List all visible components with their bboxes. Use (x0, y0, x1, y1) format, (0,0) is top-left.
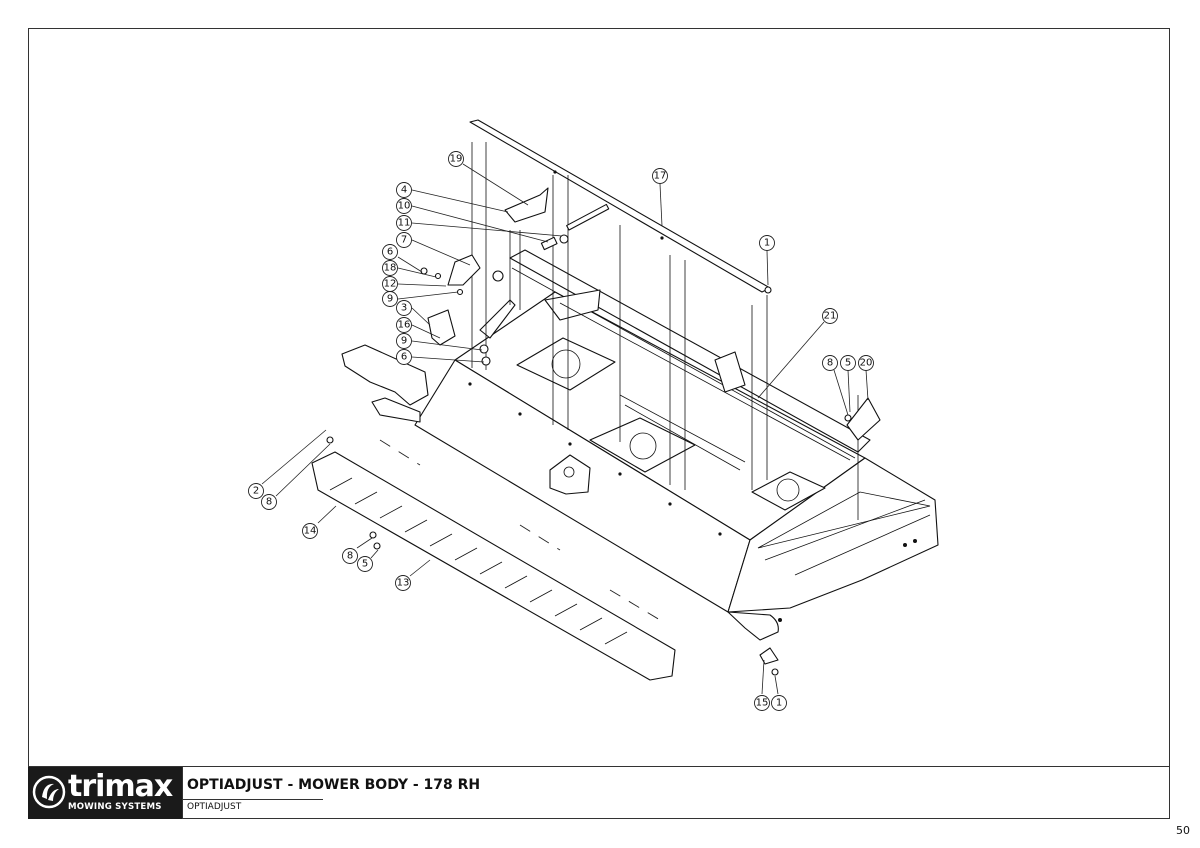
callout-5b: 5 (357, 556, 373, 572)
svg-text:10: 10 (398, 201, 411, 212)
callout-15: 15 (754, 695, 770, 711)
hardware-parts (326, 187, 881, 676)
title-divider (183, 799, 323, 800)
svg-text:11: 11 (398, 218, 411, 229)
callout-16: 16 (396, 317, 412, 333)
svg-text:16: 16 (398, 320, 411, 331)
svg-text:13: 13 (397, 578, 410, 589)
svg-text:4: 4 (401, 185, 407, 196)
svg-text:6: 6 (401, 352, 407, 363)
svg-text:9: 9 (387, 294, 393, 305)
svg-text:14: 14 (304, 526, 317, 537)
svg-text:20: 20 (860, 358, 873, 369)
mower-body-deck (341, 249, 939, 641)
callout-leaders (261, 163, 869, 695)
svg-text:2: 2 (253, 486, 259, 497)
svg-text:8: 8 (827, 358, 833, 369)
trimax-swirl-icon (32, 775, 66, 809)
drawing-frame (28, 28, 1170, 819)
svg-text:5: 5 (845, 358, 851, 369)
callout-17: 17 (652, 168, 668, 184)
logo-tagline: MOWING SYSTEMS (68, 802, 162, 812)
callout-2: 2 (248, 483, 264, 499)
svg-text:19: 19 (450, 154, 463, 165)
svg-text:18: 18 (384, 263, 397, 274)
callout-20: 20 (858, 355, 874, 371)
svg-text:6: 6 (387, 247, 393, 258)
title-block: trimax MOWING SYSTEMS OPTIADJUST - MOWER… (28, 766, 1170, 819)
svg-text:5: 5 (362, 559, 368, 570)
callout-4: 4 (396, 182, 412, 198)
callout-18: 18 (382, 260, 398, 276)
callout-8c: 8 (342, 548, 358, 564)
svg-text:7: 7 (401, 235, 407, 246)
callout-9b: 9 (396, 333, 412, 349)
svg-text:1: 1 (776, 698, 782, 709)
svg-text:8: 8 (347, 551, 353, 562)
svg-text:21: 21 (824, 311, 837, 322)
svg-text:15: 15 (756, 698, 769, 709)
callout-13: 13 (395, 575, 411, 591)
callout-5: 5 (840, 355, 856, 371)
callout-9: 9 (382, 291, 398, 307)
svg-text:3: 3 (401, 303, 407, 314)
callout-1b: 1 (771, 695, 787, 711)
callout-6b: 6 (396, 349, 412, 365)
trimax-logo: trimax MOWING SYSTEMS (28, 767, 182, 819)
callout-11: 11 (396, 215, 412, 231)
svg-text:12: 12 (384, 279, 397, 290)
logo-wordmark: trimax (68, 769, 173, 804)
svg-text:1: 1 (764, 238, 770, 249)
drawing-title: OPTIADJUST - MOWER BODY - 178 RH (187, 777, 481, 793)
callout-12: 12 (382, 276, 398, 292)
svg-text:17: 17 (654, 171, 667, 182)
callout-7: 7 (396, 232, 412, 248)
callout-14: 14 (302, 523, 318, 539)
callout-8b: 8 (261, 494, 277, 510)
callout-10: 10 (396, 198, 412, 214)
callout-6: 6 (382, 244, 398, 260)
callout-3: 3 (396, 300, 412, 316)
drawing-subtitle: OPTIADJUST (187, 802, 242, 812)
callout-1: 1 (759, 235, 775, 251)
title-block-text: OPTIADJUST - MOWER BODY - 178 RH OPTIADJ… (182, 767, 1170, 819)
svg-text:9: 9 (401, 336, 407, 347)
callout-19: 19 (448, 151, 464, 167)
skid-assembly (311, 439, 676, 681)
page-number: 50 (1176, 824, 1190, 837)
svg-text:8: 8 (266, 497, 272, 508)
callout-21: 21 (822, 308, 838, 324)
callout-8: 8 (822, 355, 838, 371)
